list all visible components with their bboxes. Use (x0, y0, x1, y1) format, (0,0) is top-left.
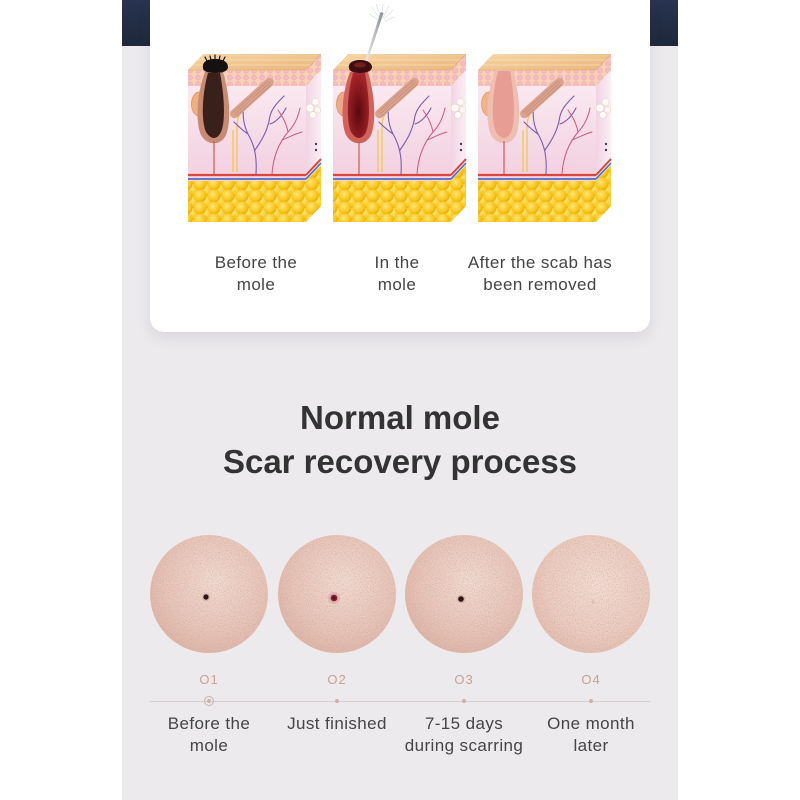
mole-follicle (197, 72, 230, 174)
step-number: O4 (581, 672, 601, 687)
stage-label-line: After the scab has (467, 253, 613, 272)
step-label: Just finished (263, 713, 411, 735)
stage-label-in: In the mole (307, 252, 487, 296)
stage-label-line: Before the (214, 253, 298, 272)
timeline-step-1: O1 Before the mole (145, 535, 273, 765)
mole-removal-stages-card: Before the mole In the mole After the sc… (150, 0, 650, 332)
mole-follicle (342, 72, 375, 174)
timeline-step-4: O4 One month later (527, 535, 655, 765)
step-number: O1 (199, 672, 219, 687)
mole (348, 60, 372, 73)
step-label: 7-15 days during scarring (390, 713, 538, 757)
skin-photo-before (150, 535, 268, 653)
step-number: O2 (327, 672, 347, 687)
step-label-line: 7-15 days (424, 714, 504, 733)
timeline-step-2: O2 Just finished (273, 535, 401, 765)
mole-mark (328, 592, 340, 604)
timeline-line (150, 701, 650, 702)
skin-photo-scarring (405, 535, 523, 653)
step-label-line: Before the (167, 714, 251, 733)
title-line-2: Scar recovery process (222, 443, 578, 480)
mole-mark (456, 594, 466, 604)
timeline-dot (462, 699, 466, 703)
treatment-pen-needle (365, 4, 395, 61)
healed-follicle (487, 70, 520, 174)
stage-label-line: mole (236, 275, 276, 294)
stage-label-after: After the scab has been removed (450, 252, 630, 296)
stage-label-line: been removed (483, 275, 597, 294)
step-label: One month later (517, 713, 665, 757)
skin-diagram-after-scab (476, 52, 612, 224)
mole (202, 54, 228, 73)
step-label: Before the mole (135, 713, 283, 757)
timeline-dot (335, 699, 339, 703)
timeline-dot (589, 699, 593, 703)
skin-photo-just-finished (278, 535, 396, 653)
step-label-line: Just finished (287, 714, 387, 733)
step-label-line: during scarring (404, 736, 524, 755)
title-line-1: Normal mole (300, 399, 500, 436)
stage-label-before: Before the mole (166, 252, 346, 296)
stage-label-line: mole (377, 275, 417, 294)
timeline-dot (204, 696, 214, 706)
step-number: O3 (454, 672, 474, 687)
step-label-line: mole (189, 736, 229, 755)
step-label-line: later (573, 736, 609, 755)
mole-mark (202, 593, 210, 601)
skin-diagram-before-mole (186, 52, 322, 224)
stage-label-line: In the (374, 253, 420, 272)
timeline-step-3: O3 7-15 days during scarring (400, 535, 528, 765)
section-title: Normal mole Scar recovery process (122, 396, 678, 484)
faded-mark (591, 600, 595, 604)
step-label-line: One month (547, 714, 635, 733)
skin-photo-one-month (532, 535, 650, 653)
skin-diagram-in-mole (331, 4, 467, 224)
